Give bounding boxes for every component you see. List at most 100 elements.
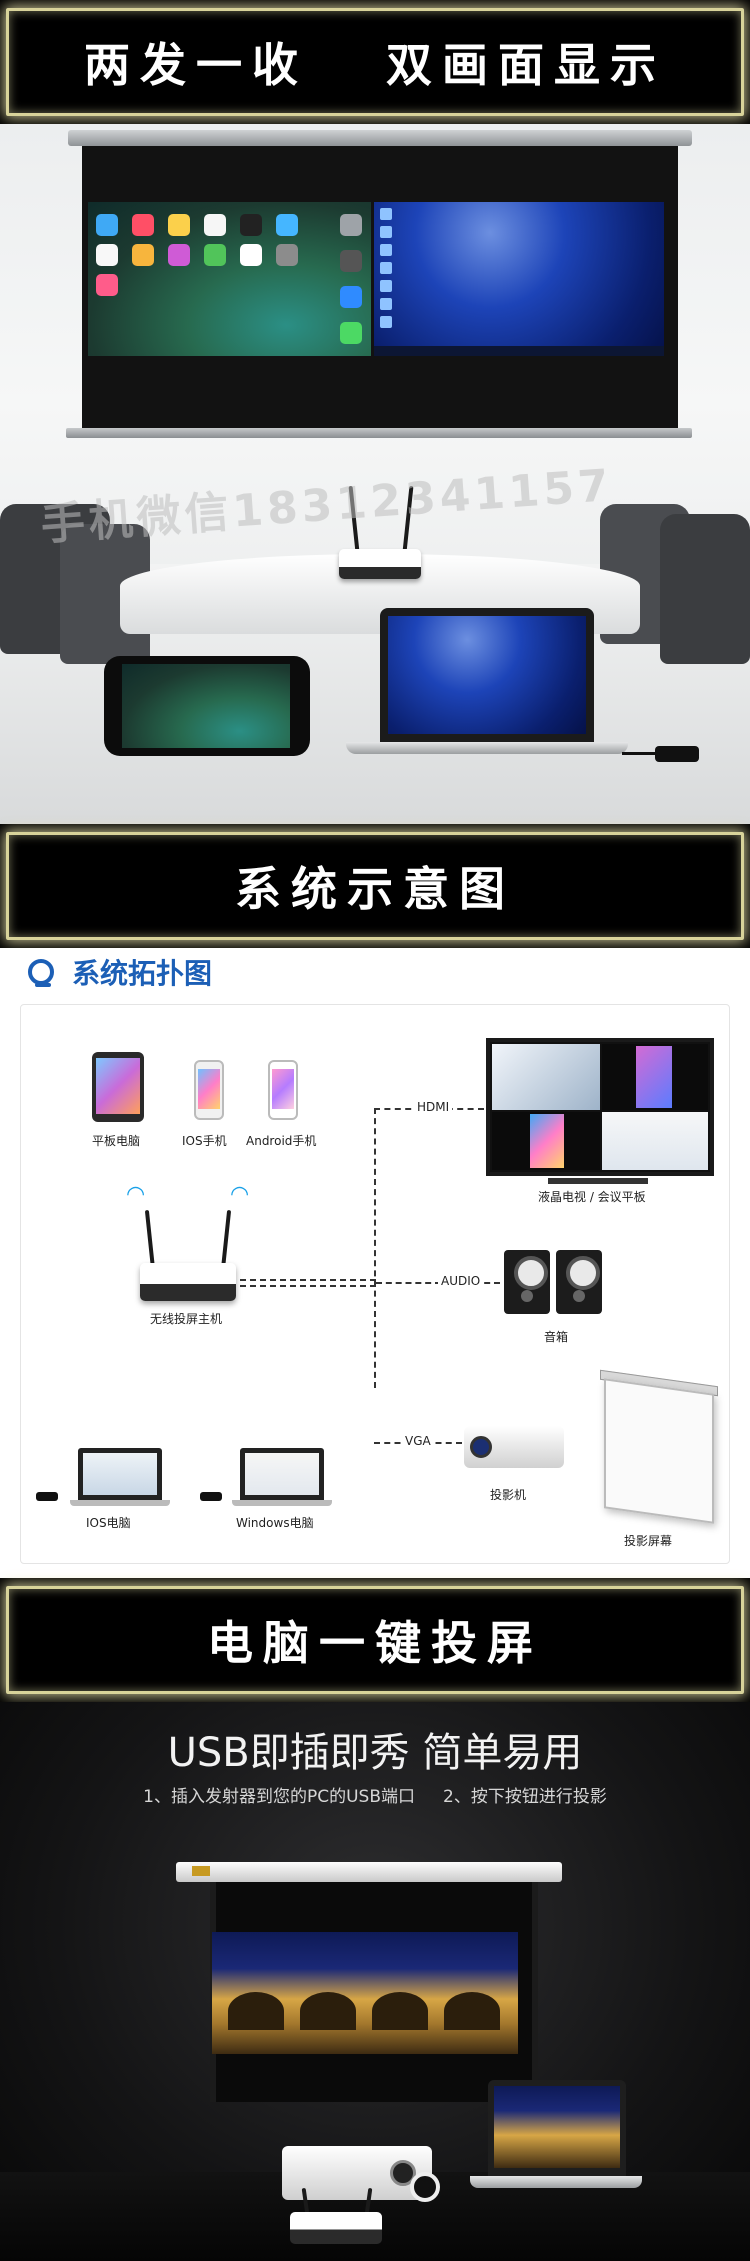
banner-one-key: 电脑一键投屏 [0, 1578, 750, 1702]
topology-section: 系统拓扑图 平板电脑 IOS手机 Android手机 ◠ ◠ 无线投屏主机 HD… [0, 948, 750, 1578]
host-trunk-line [240, 1285, 376, 1287]
app-icon [132, 244, 154, 266]
ios-pc-screen [83, 1453, 157, 1495]
android-phone-label: Android手机 [246, 1134, 317, 1148]
laptop-screen [388, 616, 586, 734]
banner-title: 系统示意图 [235, 862, 515, 916]
desktop-icons [380, 208, 394, 328]
tablet-label: 平板电脑 [92, 1134, 141, 1148]
camera-icon [340, 250, 362, 272]
banner-frame [6, 8, 744, 116]
tv-quad [602, 1044, 708, 1110]
projection-screen-label: 投影屏幕 [624, 1534, 673, 1548]
windows-pc-label: Windows电脑 [236, 1516, 314, 1530]
watermark: 手机微信18312341157 [39, 460, 615, 551]
app-icon [96, 274, 118, 296]
usb-dongle [36, 1492, 58, 1501]
banner-frame [6, 1586, 744, 1694]
app-icon [240, 244, 262, 266]
banner-title: 电脑一键投屏 [207, 1616, 543, 1670]
app-icon [204, 244, 226, 266]
tv-device [486, 1038, 714, 1176]
app-icon [132, 214, 154, 236]
android-phone-screen [272, 1069, 294, 1109]
app-icon [276, 214, 298, 236]
laptop-device [488, 2080, 626, 2176]
wireless-host-device [339, 549, 421, 579]
tv-quad [492, 1112, 600, 1170]
projector-device [282, 2146, 432, 2200]
projection-screen-device [604, 1378, 714, 1524]
desktop-icon [380, 262, 392, 274]
app-icon [96, 244, 118, 266]
wifi-icon: ◠ [230, 1182, 250, 1207]
app-icon [168, 244, 190, 266]
windows-pc-screen [245, 1453, 319, 1495]
bridge-arch [228, 1992, 284, 2030]
app-icon [240, 214, 262, 236]
usb-title: USB即插即秀 简单易用 [167, 1730, 583, 1776]
desktop-icon [380, 208, 392, 220]
desktop-icon [380, 244, 392, 256]
topology-card [20, 1004, 730, 1564]
banner-dual-display: 两发一收 双画面显示 [0, 0, 750, 124]
audio-label: AUDIO [438, 1274, 484, 1288]
ios-phone-device [194, 1060, 224, 1120]
usb-transmitter-button [410, 2172, 440, 2202]
usb-dongle [200, 1492, 222, 1501]
android-phone-device [268, 1060, 298, 1120]
tv-quad [602, 1112, 708, 1170]
usb-steps: 1、插入发射器到您的PC的USB端口 2、按下按钮进行投影 [0, 1782, 750, 1807]
speaker-label: 音箱 [544, 1330, 569, 1344]
bridge-arch [444, 1992, 500, 2030]
banner-title: 两发一收 双画面显示 [83, 38, 667, 92]
desktop-icon [380, 226, 392, 238]
laptop-screen [494, 2086, 620, 2168]
desktop-icon [380, 280, 392, 292]
chair [660, 514, 750, 664]
tablet-device [92, 1052, 144, 1122]
ios-pc-label: IOS电脑 [86, 1516, 131, 1530]
laptop-base [346, 742, 628, 754]
usb-step-1: 1、插入发射器到您的PC的USB端口 [143, 1787, 415, 1807]
speaker-device [556, 1250, 602, 1314]
wifi-icon: ◠ [126, 1182, 146, 1207]
pc-taskbar [374, 346, 664, 356]
vga-label: VGA [402, 1434, 434, 1448]
settings-icon [340, 214, 362, 236]
desktop-icon [380, 316, 392, 328]
projector-label: 投影机 [490, 1488, 527, 1502]
windows-pc-base [232, 1500, 332, 1506]
magnifier-icon [28, 959, 54, 987]
safari-icon [340, 286, 362, 308]
ios-pc-device [78, 1448, 162, 1500]
hdmi-label: HDMI [414, 1100, 453, 1114]
bridge-arch [300, 1992, 356, 2030]
tv-phone-image [530, 1114, 564, 1168]
projection-screen-case [176, 1862, 562, 1882]
tv-stand [548, 1178, 648, 1184]
projector-lens [470, 1436, 492, 1458]
projection-screen-bar [66, 428, 692, 438]
wireless-host-device [140, 1263, 236, 1301]
topology-title: 系统拓扑图 [72, 957, 213, 990]
ios-phone-screen [198, 1069, 220, 1109]
host-label: 无线投屏主机 [150, 1312, 223, 1326]
ios-pc-base [70, 1500, 170, 1506]
usb-section: USB即插即秀 简单易用 1、插入发射器到您的PC的USB端口 2、按下按钮进行投… [0, 1702, 750, 2261]
usb-step-2: 2、按下按钮进行投影 [443, 1787, 607, 1807]
phone-app-grid [96, 214, 302, 296]
laptop-base [470, 2176, 642, 2188]
pc-mirror-pane [374, 202, 664, 356]
tv-label: 液晶电视 / 会议平板 [538, 1190, 646, 1204]
usb-dongle [655, 746, 699, 762]
bus-line [374, 1108, 376, 1388]
smartphone-screen [122, 664, 290, 748]
speaker-device [504, 1250, 550, 1314]
tablet-screen [96, 1058, 140, 1114]
app-icon [204, 214, 226, 236]
tv-quad [492, 1044, 600, 1110]
app-icon [276, 244, 298, 266]
ios-phone-label: IOS手机 [182, 1134, 227, 1148]
dongle-cable [622, 752, 658, 755]
